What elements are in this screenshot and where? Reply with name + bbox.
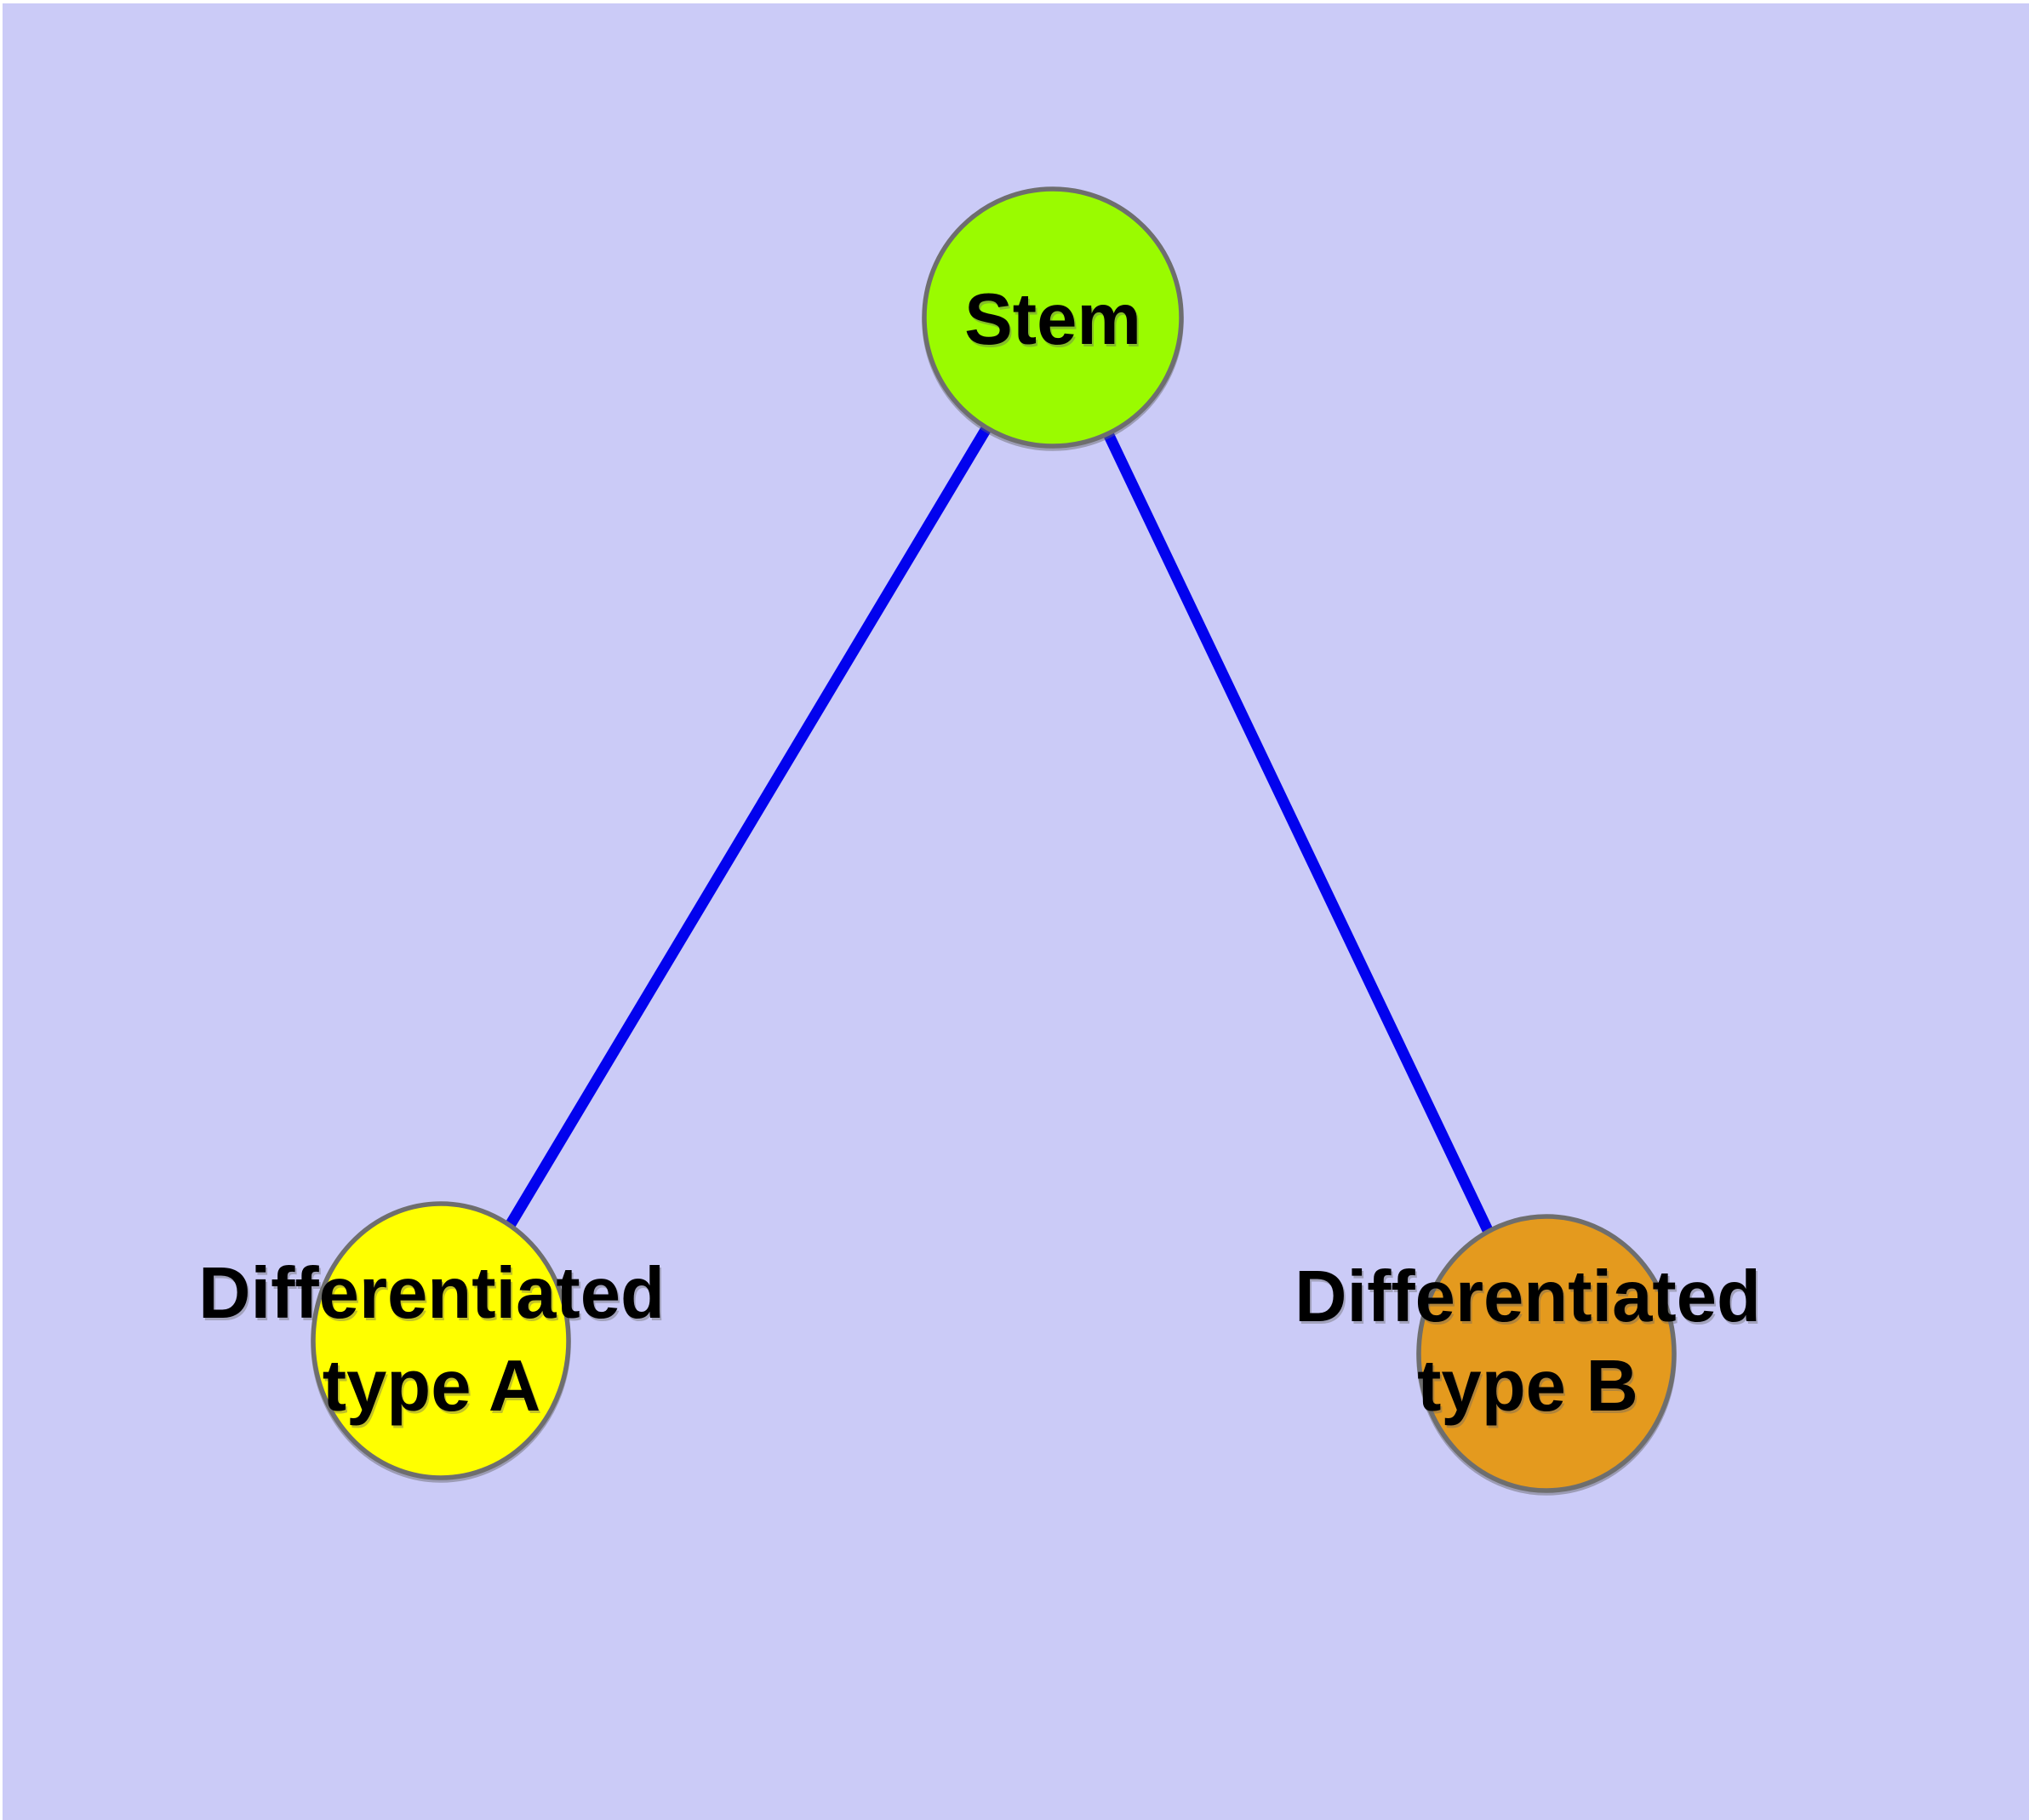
node-type-a-label-line1: Differentiated — [198, 1253, 665, 1334]
node-stem: Stem — [922, 186, 1184, 449]
node-type-a-circle — [311, 1201, 571, 1480]
node-stem-label: Stem — [964, 279, 1141, 360]
node-type-b-circle — [1416, 1214, 1677, 1493]
node-layer: Stem Differentiated type A Differentiate… — [198, 186, 1761, 1493]
node-differentiated-type-a: Differentiated type A — [198, 1201, 665, 1480]
edge-stem-to-type-b — [1048, 315, 1552, 1356]
node-type-a-label-line2: type A — [323, 1346, 541, 1427]
node-type-b-label-line1: Differentiated — [1295, 1256, 1761, 1337]
edge-stem-to-type-a — [436, 314, 1058, 1344]
node-type-b-label-line2: type B — [1417, 1346, 1638, 1427]
node-stem-circle — [922, 186, 1184, 449]
edge-layer — [436, 314, 1552, 1356]
node-differentiated-type-b: Differentiated type B — [1295, 1214, 1761, 1493]
